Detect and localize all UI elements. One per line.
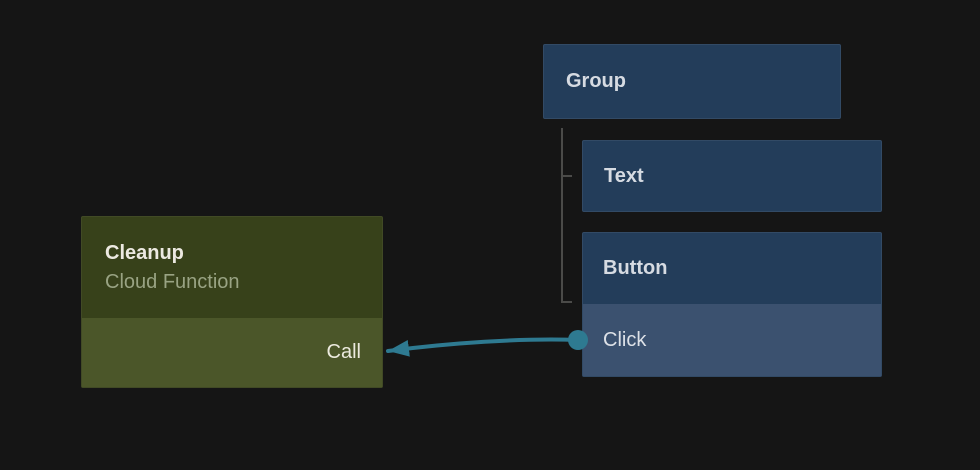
button-node-header[interactable]: Button: [583, 233, 881, 304]
tree-elbow-line: [561, 128, 572, 303]
cleanup-node[interactable]: Cleanup Cloud Function Call: [81, 216, 383, 388]
group-node-label: Group: [566, 70, 626, 92]
call-action-label: Call: [326, 341, 361, 363]
text-node[interactable]: Text: [582, 140, 882, 212]
cleanup-node-subtitle: Cloud Function: [105, 270, 240, 293]
call-action-row[interactable]: Call: [82, 318, 382, 387]
button-node-label: Button: [603, 257, 668, 279]
connection-arrow-path[interactable]: [386, 337, 580, 357]
click-event-label: Click: [603, 328, 647, 351]
group-node[interactable]: Group: [543, 44, 841, 119]
cleanup-node-header[interactable]: Cleanup Cloud Function: [82, 217, 382, 318]
text-node-label: Text: [604, 164, 644, 187]
cleanup-node-title: Cleanup: [105, 241, 184, 264]
button-node[interactable]: Button Click: [582, 232, 882, 377]
click-event-row[interactable]: Click: [583, 304, 881, 376]
